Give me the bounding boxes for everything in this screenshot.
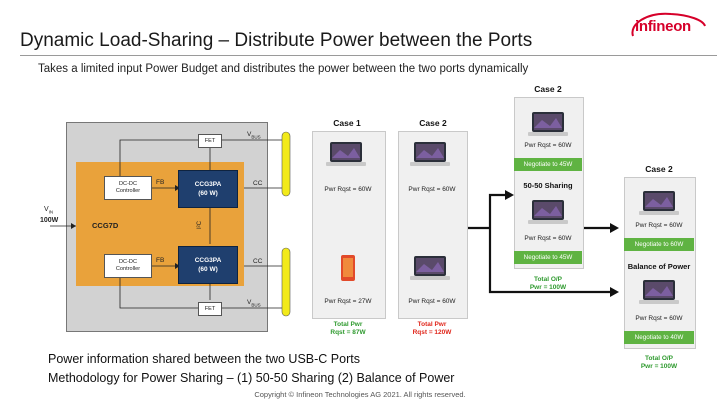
page-title: Dynamic Load-Sharing – Distribute Power … bbox=[20, 30, 533, 51]
laptop-icon bbox=[326, 142, 366, 166]
fb-label-bottom: FB bbox=[156, 257, 165, 264]
logo-text: infineon bbox=[635, 18, 691, 35]
ccg3pa-top: CCG3PA(60 W) bbox=[178, 170, 238, 208]
laptop-icon bbox=[639, 191, 679, 215]
note-line-2: Methodology for Power Sharing – (1) 50-5… bbox=[48, 371, 455, 385]
case2-balance-heading: Case 2 bbox=[645, 164, 673, 174]
case1-request-top: Pwr Rqst = 60W bbox=[324, 186, 372, 193]
laptop-icon bbox=[639, 280, 679, 304]
case1-heading: Case 1 bbox=[333, 118, 361, 128]
case2-sharing-heading: Case 2 bbox=[534, 84, 562, 94]
sharing-request-top: Pwr Rqst = 60W bbox=[524, 142, 572, 149]
title-divider bbox=[20, 55, 717, 56]
vin-value: 100W bbox=[40, 217, 59, 224]
balance-negotiate-bottom: Negotiate to 40W bbox=[624, 331, 694, 344]
fet-top: FET bbox=[198, 134, 222, 148]
cc-label-top: CC bbox=[253, 180, 263, 187]
sharing-mode-label: 50-50 Sharing bbox=[523, 181, 573, 190]
laptop-icon bbox=[528, 112, 568, 136]
case2-request-top: Pwr Rqst = 60W bbox=[408, 186, 456, 193]
note-line-1: Power information shared between the two… bbox=[48, 352, 360, 366]
balance-negotiate-top: Negotiate to 60W bbox=[624, 238, 694, 251]
vbus-label-bottom: VBUS bbox=[247, 299, 261, 308]
i2c-label: I²C bbox=[197, 221, 203, 229]
sharing-request-bottom: Pwr Rqst = 60W bbox=[524, 235, 572, 242]
balance-request-bottom: Pwr Rqst = 60W bbox=[635, 315, 683, 322]
sharing-negotiate-top: Negotiate to 45W bbox=[514, 158, 582, 171]
diagram-wiring bbox=[50, 131, 291, 317]
case2-request-bottom: Pwr Rqst = 60W bbox=[408, 298, 456, 305]
block-diagram: VIN 100W CCG7D DC-DC Controller DC-DC Co… bbox=[40, 118, 300, 334]
logo-swoosh-icon bbox=[631, 12, 706, 37]
ccg3pa-bottom: CCG3PA(60 W) bbox=[178, 246, 238, 284]
sharing-negotiate-bottom: Negotiate to 45W bbox=[514, 251, 582, 264]
fb-label-top: FB bbox=[156, 179, 165, 186]
cc-label-bottom: CC bbox=[253, 258, 263, 265]
laptop-icon bbox=[528, 200, 568, 224]
balance-request-top: Pwr Rqst = 60W bbox=[635, 222, 683, 229]
dcdc-controller-top: DC-DC Controller bbox=[104, 176, 152, 200]
infineon-logo: infineon bbox=[627, 10, 709, 44]
case1-request-bottom: Pwr Rqst = 27W bbox=[324, 298, 372, 305]
case2-heading: Case 2 bbox=[419, 118, 447, 128]
copyright-footer: Copyright © Infineon Technologies AG 202… bbox=[254, 390, 466, 399]
ccg7d-label: CCG7D bbox=[92, 221, 119, 230]
balance-mode-label: Balance of Power bbox=[627, 262, 691, 271]
phone-icon bbox=[341, 255, 355, 281]
fet-bottom: FET bbox=[198, 302, 222, 316]
dcdc-controller-bottom: DC-DC Controller bbox=[104, 254, 152, 278]
laptop-icon bbox=[410, 256, 450, 280]
page-subtitle: Takes a limited input Power Budget and d… bbox=[38, 63, 529, 75]
vin-label: VIN bbox=[44, 206, 54, 215]
laptop-icon bbox=[410, 142, 450, 166]
vbus-label-top: VBUS bbox=[247, 131, 261, 140]
